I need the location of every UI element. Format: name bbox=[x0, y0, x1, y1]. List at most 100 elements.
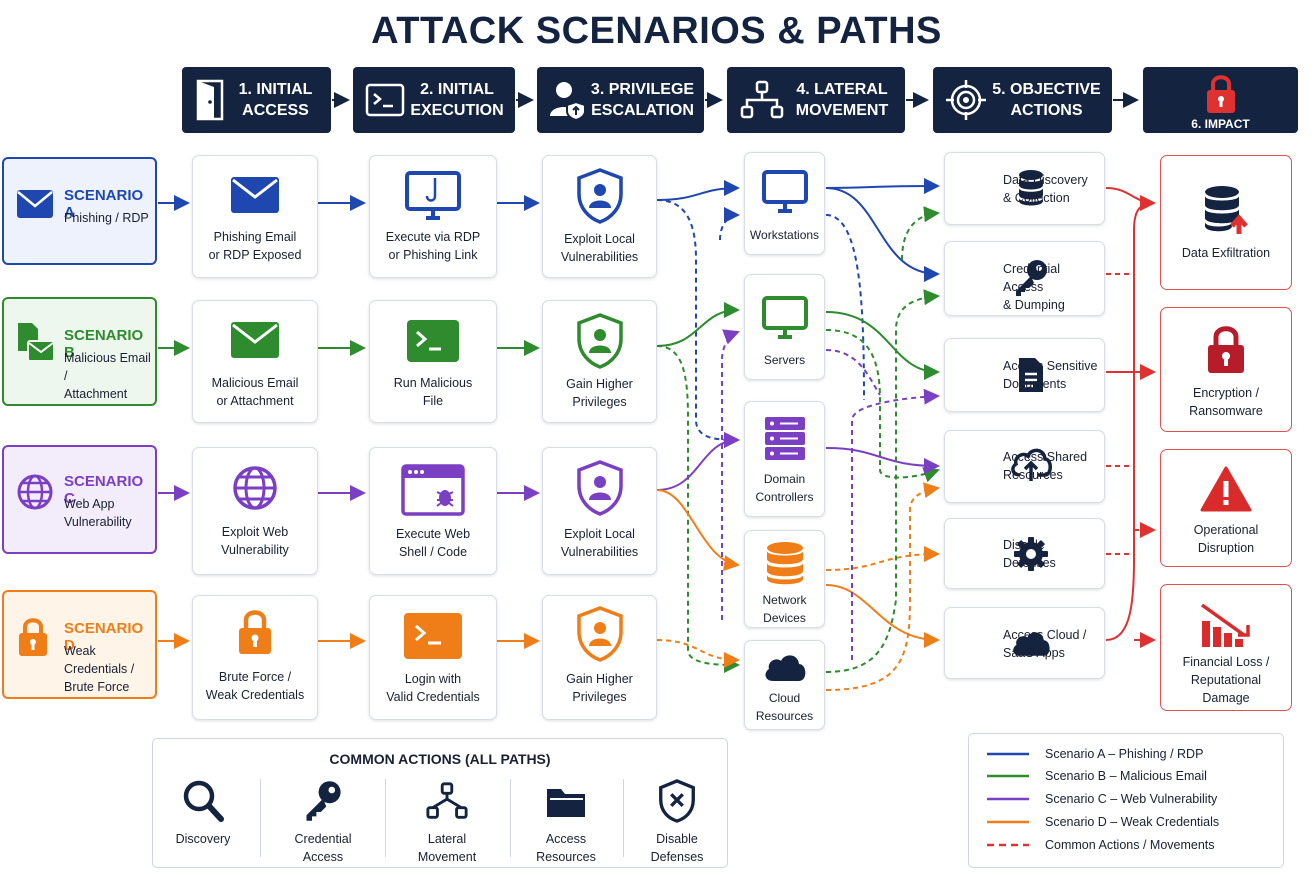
stage-label: 1. INITIAL ACCESS bbox=[238, 81, 313, 119]
scenario-name: SCENARIO A bbox=[64, 187, 144, 221]
legend-item-scenario-a: Scenario A – Phishing / RDP bbox=[987, 747, 1203, 761]
common-action-label: Disable Defenses bbox=[650, 832, 704, 864]
common-action-label: Discovery bbox=[175, 832, 231, 846]
database-upload-icon bbox=[1205, 186, 1248, 234]
card-label: Execute via RDP or Phishing Link bbox=[385, 230, 481, 262]
common-action-lateral-movement[interactable]: Lateral Movement bbox=[392, 779, 502, 866]
card-label: Exploit Local Vulnerabilities bbox=[560, 232, 639, 264]
globe-icon bbox=[233, 466, 277, 510]
user-shield-icon bbox=[576, 168, 623, 224]
shield-x-icon bbox=[659, 779, 695, 823]
objective-disable-defenses[interactable]: Disable Defenses bbox=[944, 518, 1105, 589]
privilege-escalation-d[interactable]: Gain Higher Privileges bbox=[542, 595, 657, 720]
objective-credential-access[interactable]: Credential Access & Dumping bbox=[944, 241, 1105, 316]
email-attachment-icon bbox=[18, 323, 55, 362]
monitor-icon bbox=[761, 296, 808, 339]
common-action-disable-defenses[interactable]: Disable Defenses bbox=[622, 779, 732, 866]
privilege-escalation-a[interactable]: Exploit Local Vulnerabilities bbox=[542, 155, 657, 278]
initial-execution-d[interactable]: Login with Valid Credentials bbox=[369, 595, 497, 720]
card-label: Gain Higher Privileges bbox=[566, 377, 633, 409]
chart-down-icon bbox=[1200, 603, 1250, 647]
door-icon bbox=[196, 79, 224, 121]
lateral-workstations[interactable]: Workstations bbox=[744, 152, 825, 255]
objective-shared-resources[interactable]: Access Shared Resources bbox=[944, 430, 1105, 503]
common-action-label: Credential Access bbox=[294, 832, 352, 864]
padlock-icon bbox=[239, 610, 271, 654]
terminal-icon bbox=[365, 83, 405, 117]
impact-financial-loss[interactable]: Financial Loss / Reputational Damage bbox=[1160, 584, 1292, 711]
legend-item-scenario-c: Scenario C – Web Vulnerability bbox=[987, 792, 1217, 806]
card-label: Exploit Local Vulnerabilities bbox=[560, 527, 639, 559]
card-label: Cloud Resources bbox=[755, 691, 814, 723]
legend-line bbox=[987, 843, 1029, 847]
stage-privilege-escalation: 3. PRIVILEGE ESCALATION bbox=[537, 67, 704, 133]
card-label: Exploit Web Vulnerability bbox=[221, 525, 289, 557]
stage-initial-execution: 2. INITIAL EXECUTION bbox=[353, 67, 515, 133]
scenario-name: SCENARIO D bbox=[64, 620, 144, 654]
legend-line bbox=[987, 774, 1029, 778]
server-rack-icon bbox=[764, 417, 805, 460]
stage-impact: 6. IMPACT bbox=[1143, 67, 1298, 133]
initial-access-c[interactable]: Exploit Web Vulnerability bbox=[192, 447, 318, 575]
database-icon bbox=[766, 542, 803, 585]
initial-execution-b[interactable]: Run Malicious File bbox=[369, 300, 497, 423]
user-shield-icon bbox=[576, 460, 623, 516]
impact-operational-disruption[interactable]: Operational Disruption bbox=[1160, 449, 1292, 567]
padlock-icon bbox=[19, 618, 47, 656]
divider bbox=[510, 779, 511, 857]
lateral-cloud-resources[interactable]: Cloud Resources bbox=[744, 640, 825, 730]
legend-label: Scenario B – Malicious Email bbox=[1045, 769, 1207, 783]
common-action-access-resources[interactable]: Access Resources bbox=[511, 779, 621, 866]
user-shield-icon bbox=[576, 606, 623, 662]
card-label: Workstations bbox=[749, 228, 820, 242]
card-label: Credential Access & Dumping bbox=[1003, 262, 1065, 312]
lateral-network-devices[interactable]: Network Devices bbox=[744, 530, 825, 628]
impact-data-exfiltration[interactable]: Data Exfiltration bbox=[1160, 155, 1292, 290]
scenario-c-card[interactable]: SCENARIO C Web App Vulnerability bbox=[2, 445, 157, 554]
common-action-discovery[interactable]: Discovery bbox=[148, 779, 258, 848]
privilege-escalation-c[interactable]: Exploit Local Vulnerabilities bbox=[542, 447, 657, 575]
stage-label: 3. PRIVILEGE ESCALATION bbox=[590, 81, 695, 119]
divider bbox=[385, 779, 386, 857]
scenario-description: Web App Vulnerability bbox=[64, 497, 132, 529]
globe-icon bbox=[17, 474, 53, 510]
legend-label: Scenario D – Weak Credentials bbox=[1045, 815, 1220, 829]
card-label: Disable Defenses bbox=[1003, 538, 1056, 570]
target-icon bbox=[946, 80, 986, 120]
initial-execution-a[interactable]: Execute via RDP or Phishing Link bbox=[369, 155, 497, 278]
initial-access-d[interactable]: Brute Force / Weak Credentials bbox=[192, 595, 318, 720]
envelope-icon bbox=[17, 190, 53, 218]
user-shield-icon bbox=[576, 313, 623, 369]
legend-label: Scenario A – Phishing / RDP bbox=[1045, 747, 1204, 761]
impact-ransomware[interactable]: Encryption / Ransomware bbox=[1160, 307, 1292, 432]
cloud-icon bbox=[1012, 632, 1050, 656]
card-label: Servers bbox=[763, 353, 806, 367]
card-label: Brute Force / Weak Credentials bbox=[205, 670, 305, 702]
legend: Scenario A – Phishing / RDP Scenario B –… bbox=[968, 733, 1284, 868]
card-label: Login with Valid Credentials bbox=[386, 672, 480, 704]
common-action-credential-access[interactable]: Credential Access bbox=[268, 779, 378, 866]
objective-sensitive-documents[interactable]: Access Sensitive Documents bbox=[944, 338, 1105, 412]
scenario-b-card[interactable]: SCENARIO B Malicious Email / Attachment bbox=[2, 297, 157, 406]
card-label: Financial Loss / Reputational Damage bbox=[1182, 655, 1270, 705]
objective-cloud-saas[interactable]: Access Cloud / SaaS Apps bbox=[944, 607, 1105, 679]
initial-execution-c[interactable]: Execute Web Shell / Code bbox=[369, 447, 497, 575]
card-label: Data Exfiltration bbox=[1181, 246, 1271, 260]
network-icon bbox=[740, 80, 784, 119]
card-label: Operational Disruption bbox=[1193, 523, 1259, 555]
card-label: Malicious Email or Attachment bbox=[211, 376, 299, 408]
lateral-domain-controllers[interactable]: Domain Controllers bbox=[744, 401, 825, 517]
warning-icon bbox=[1200, 466, 1252, 512]
card-label: Data Discovery & Collection bbox=[1003, 173, 1088, 205]
scenario-a-card[interactable]: SCENARIO A Phishing / RDP bbox=[2, 157, 157, 265]
legend-item-scenario-d: Scenario D – Weak Credentials bbox=[987, 815, 1219, 829]
scenario-description: Weak Credentials / Brute Force bbox=[64, 644, 135, 694]
initial-access-b[interactable]: Malicious Email or Attachment bbox=[192, 300, 318, 423]
divider bbox=[260, 779, 261, 857]
folder-icon bbox=[547, 789, 585, 817]
lateral-servers[interactable]: Servers bbox=[744, 274, 825, 380]
initial-access-a[interactable]: Phishing Email or RDP Exposed bbox=[192, 155, 318, 278]
privilege-escalation-b[interactable]: Gain Higher Privileges bbox=[542, 300, 657, 423]
scenario-d-card[interactable]: SCENARIO D Weak Credentials / Brute Forc… bbox=[2, 590, 157, 699]
objective-data-discovery[interactable]: Data Discovery & Collection bbox=[944, 152, 1105, 225]
